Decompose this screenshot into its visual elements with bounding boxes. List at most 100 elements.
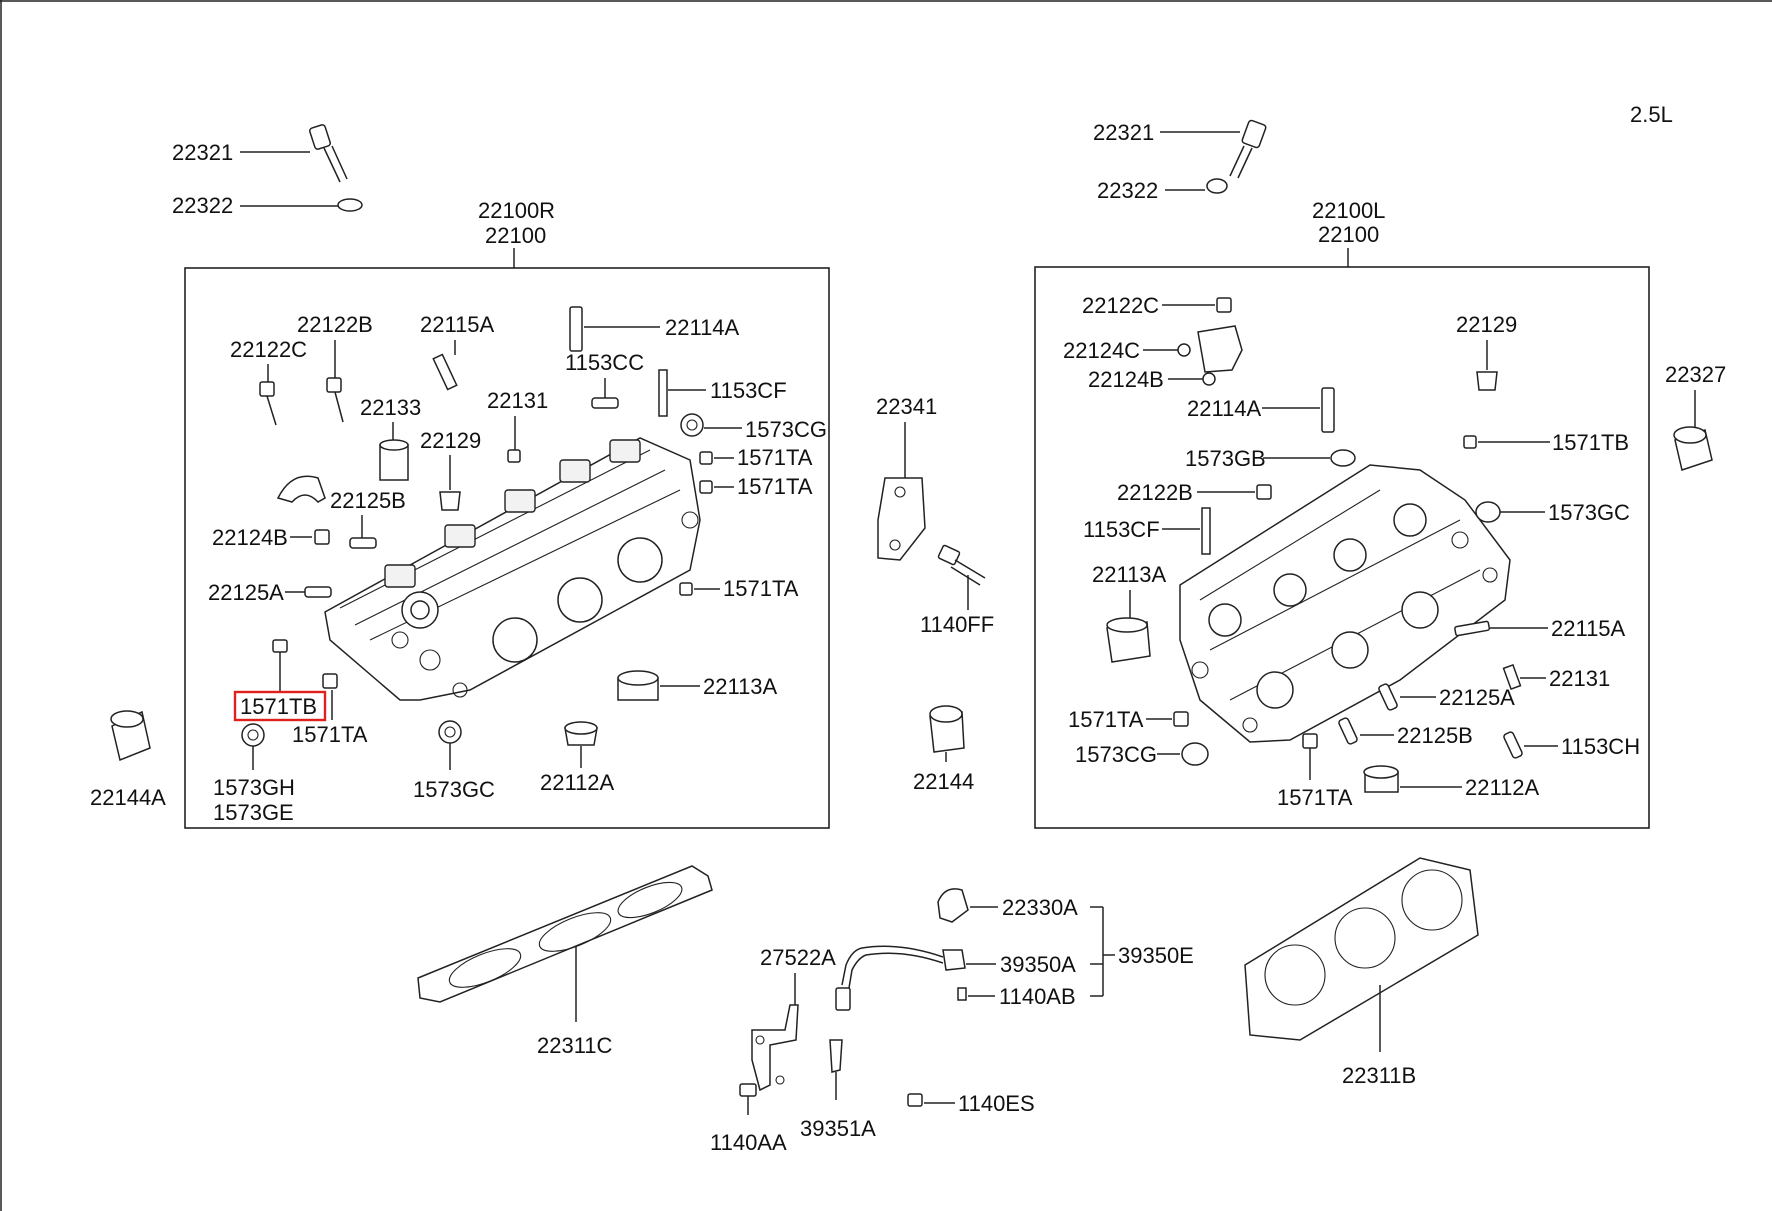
left-part-1573GC: 1573GC xyxy=(1475,500,1630,525)
part-22330A: 22330A xyxy=(937,888,1078,923)
part-1140FF: 1140FF xyxy=(920,544,994,637)
svg-text:1573GE: 1573GE xyxy=(213,800,294,825)
right-part-22114A: 22114A xyxy=(569,306,740,352)
svg-text:22129: 22129 xyxy=(1456,312,1517,337)
svg-text:22113A: 22113A xyxy=(703,674,778,699)
svg-text:22144: 22144 xyxy=(913,769,974,794)
right-part-1571TA-c: 1571TA xyxy=(679,576,799,601)
part-22341: 22341 xyxy=(876,394,937,561)
left-part-22124C: 22124C xyxy=(1063,325,1243,373)
svg-text:1571TB: 1571TB xyxy=(1552,430,1629,455)
right-part-1571TA-a: 1571TA xyxy=(699,445,813,470)
svg-text:22114A: 22114A xyxy=(665,315,740,340)
right-bolt-icon xyxy=(309,124,348,183)
svg-text:1571TA: 1571TA xyxy=(737,445,813,470)
svg-text:22341: 22341 xyxy=(876,394,937,419)
right-part-22133: 22133 xyxy=(360,395,421,481)
svg-text:22330A: 22330A xyxy=(1002,895,1078,920)
left-bank-title-1: 22100L xyxy=(1312,198,1385,223)
left-washer-label: 22322 xyxy=(1097,178,1158,203)
right-part-22115A: 22115A xyxy=(420,312,495,391)
right-cylinder-head-icon xyxy=(324,437,701,701)
left-part-1153CH: 1153CH xyxy=(1503,731,1640,759)
svg-text:22131: 22131 xyxy=(1549,666,1610,691)
part-1140AB: 1140AB xyxy=(957,984,1076,1009)
svg-text:1140AA: 1140AA xyxy=(710,1130,787,1155)
left-part-22129: 22129 xyxy=(1456,312,1517,391)
right-part-22125B: 22125B xyxy=(330,488,406,549)
svg-text:1571TA: 1571TA xyxy=(1277,785,1353,810)
svg-text:22327: 22327 xyxy=(1665,362,1726,387)
svg-text:22112A: 22112A xyxy=(1465,775,1540,800)
left-part-1153CF: 1153CF xyxy=(1083,507,1211,555)
left-part-22113A: 22113A xyxy=(1092,562,1167,663)
part-27522A: 27522A xyxy=(751,945,836,1092)
left-part-22125A: 22125A xyxy=(1378,683,1515,711)
left-part-22122C: 22122C xyxy=(1082,293,1232,318)
right-part-22113A: 22113A xyxy=(617,670,778,701)
svg-text:1153CC: 1153CC xyxy=(565,350,644,375)
svg-text:1573GC: 1573GC xyxy=(1548,500,1630,525)
svg-text:39350A: 39350A xyxy=(1000,952,1076,977)
right-part-22112A: 22112A xyxy=(540,721,615,795)
right-part-22125A: 22125A xyxy=(208,580,332,605)
right-bank-box xyxy=(184,267,830,829)
part-39351A: 39351A xyxy=(800,1039,876,1141)
svg-text:22122C: 22122C xyxy=(230,337,307,362)
right-part-1571TA-d: 1571TA xyxy=(292,673,368,747)
part-1140ES: 1140ES xyxy=(907,1091,1035,1116)
svg-text:39351A: 39351A xyxy=(800,1116,876,1141)
svg-text:27522A: 27522A xyxy=(760,945,836,970)
right-part-22124B: 22124B xyxy=(212,525,330,550)
left-bank-title-2: 22100 xyxy=(1318,222,1379,247)
svg-text:1153CF: 1153CF xyxy=(1083,517,1160,542)
engine-label: 2.5L xyxy=(1630,102,1673,127)
left-washer-icon xyxy=(1206,178,1228,194)
svg-text:22122B: 22122B xyxy=(1117,480,1193,505)
svg-text:22124B: 22124B xyxy=(212,525,288,550)
right-bank-title-1: 22100R xyxy=(478,198,555,223)
svg-text:1571TA: 1571TA xyxy=(1068,707,1144,732)
right-washer-icon xyxy=(337,198,363,212)
left-bolt-label: 22321 xyxy=(1093,120,1154,145)
left-part-22125B: 22125B xyxy=(1338,717,1473,748)
left-bank-group: 22100L 22100 22321 22322 xyxy=(1034,119,1650,829)
left-part-22122B: 22122B xyxy=(1117,480,1272,505)
svg-text:1571TA: 1571TA xyxy=(292,722,368,747)
svg-text:22124B: 22124B xyxy=(1088,367,1164,392)
right-part-1571TA-b: 1571TA xyxy=(699,474,813,499)
left-part-22114A: 22114A xyxy=(1187,387,1335,433)
svg-text:22115A: 22115A xyxy=(1551,616,1626,641)
right-part-1153CF: 1153CF xyxy=(658,369,787,417)
part-22144: 22144 xyxy=(913,705,974,794)
gasket-22311B: 22311B xyxy=(1244,857,1479,1088)
left-part-1573CG: 1573CG xyxy=(1075,742,1209,767)
svg-text:22112A: 22112A xyxy=(540,770,615,795)
svg-text:39350E: 39350E xyxy=(1118,943,1194,968)
right-part-1573GC: 1573GC xyxy=(413,720,495,802)
left-cylinder-head-icon xyxy=(1179,464,1511,743)
part-22144A: 22144A xyxy=(90,710,166,810)
part-22327: 22327 xyxy=(1665,362,1726,471)
svg-text:1140ES: 1140ES xyxy=(958,1091,1035,1116)
highlight-box xyxy=(233,690,327,722)
svg-text:1573GB: 1573GB xyxy=(1185,446,1266,471)
right-bolt-label: 22321 xyxy=(172,140,233,165)
svg-text:22115A: 22115A xyxy=(420,312,495,337)
left-part-1571TA-b: 1571TA xyxy=(1277,733,1353,810)
right-part-22129: 22129 xyxy=(420,428,481,511)
left-part-1571TB: 1571TB xyxy=(1463,430,1629,455)
svg-text:22122C: 22122C xyxy=(1082,293,1159,318)
svg-text:22122B: 22122B xyxy=(297,312,373,337)
svg-text:22131: 22131 xyxy=(487,388,548,413)
svg-text:22311C: 22311C xyxy=(537,1033,613,1058)
svg-text:1573GC: 1573GC xyxy=(413,777,495,802)
svg-text:1140AB: 1140AB xyxy=(999,984,1076,1009)
svg-text:1153CH: 1153CH xyxy=(1561,734,1640,759)
right-part-22122C: 22122C xyxy=(230,337,307,426)
svg-text:22125A: 22125A xyxy=(208,580,284,605)
bracket-39350E: 39350E xyxy=(1090,906,1194,997)
svg-text:1573GH: 1573GH xyxy=(213,775,295,800)
svg-text:1140FF: 1140FF xyxy=(920,612,994,637)
